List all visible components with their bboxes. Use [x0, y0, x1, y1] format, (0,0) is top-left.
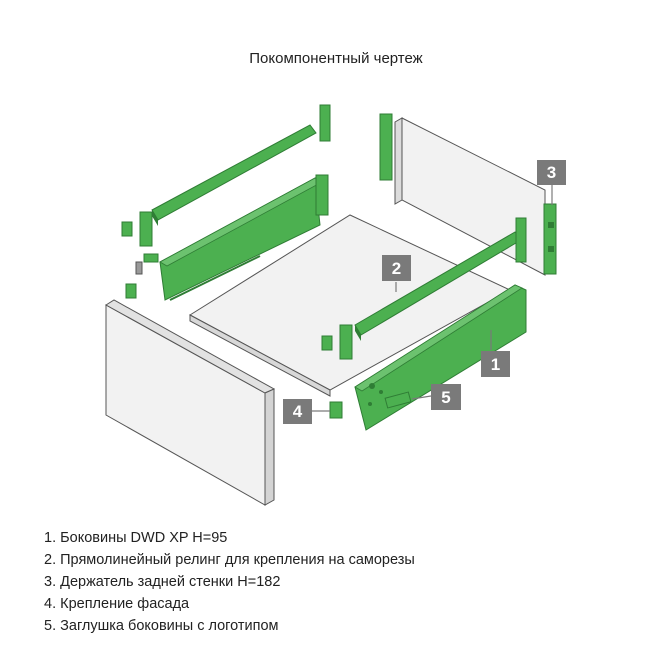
facade-fixing	[329, 401, 343, 419]
left-fitting-grey	[135, 261, 143, 275]
parts-legend: 1. Боковины DWD XP H=95 2. Прямолинейный…	[44, 527, 415, 637]
right-railing-clip	[321, 335, 333, 351]
callout-5-label: 5	[441, 388, 450, 407]
exploded-drawing: 1 2 3 4 5	[105, 104, 566, 506]
bottom-panel-edge	[189, 314, 331, 397]
legend-item: 1. Боковины DWD XP H=95	[44, 530, 228, 546]
callout-4: 4	[283, 399, 312, 424]
left-facade-clip-mid	[143, 253, 159, 263]
right-railing-bracket-front	[339, 324, 353, 360]
legend-item: 5. Заглушка боковины с логотипом	[44, 618, 279, 634]
callout-2-label: 2	[392, 259, 401, 278]
right-railing-bracket-back	[515, 217, 527, 263]
side-mount-hole-1	[369, 383, 375, 389]
left-railing-bracket-back	[319, 104, 331, 142]
legend-item: 3. Держатель задней стенки H=182	[44, 574, 281, 590]
left-facade-clip-upper	[121, 221, 133, 237]
callout-3-label: 3	[547, 163, 556, 182]
callout-4-label: 4	[293, 402, 303, 421]
callout-1-label: 1	[491, 355, 500, 374]
left-facade-clip-lower	[125, 283, 137, 299]
left-back-holder	[315, 174, 329, 216]
back-holder-right	[543, 203, 557, 275]
left-railing-bracket-front	[139, 211, 153, 247]
legend-item: 2. Прямолинейный релинг для крепления на…	[44, 552, 415, 568]
back-holder-left	[379, 113, 393, 181]
side-mount-hole-3	[368, 402, 372, 406]
side-cap-logo	[384, 391, 412, 409]
callout-1: 1	[481, 351, 510, 377]
callout-3: 3	[537, 160, 566, 185]
side-mount-hole-2	[379, 390, 383, 394]
diagram-title: Покомпонентный чертеж	[249, 50, 423, 67]
front-panel-edge	[264, 388, 275, 506]
callout-5: 5	[431, 384, 461, 410]
legend-item: 4. Крепление фасада	[44, 596, 190, 612]
back-panel-edge	[394, 117, 403, 205]
callout-2: 2	[382, 255, 411, 281]
